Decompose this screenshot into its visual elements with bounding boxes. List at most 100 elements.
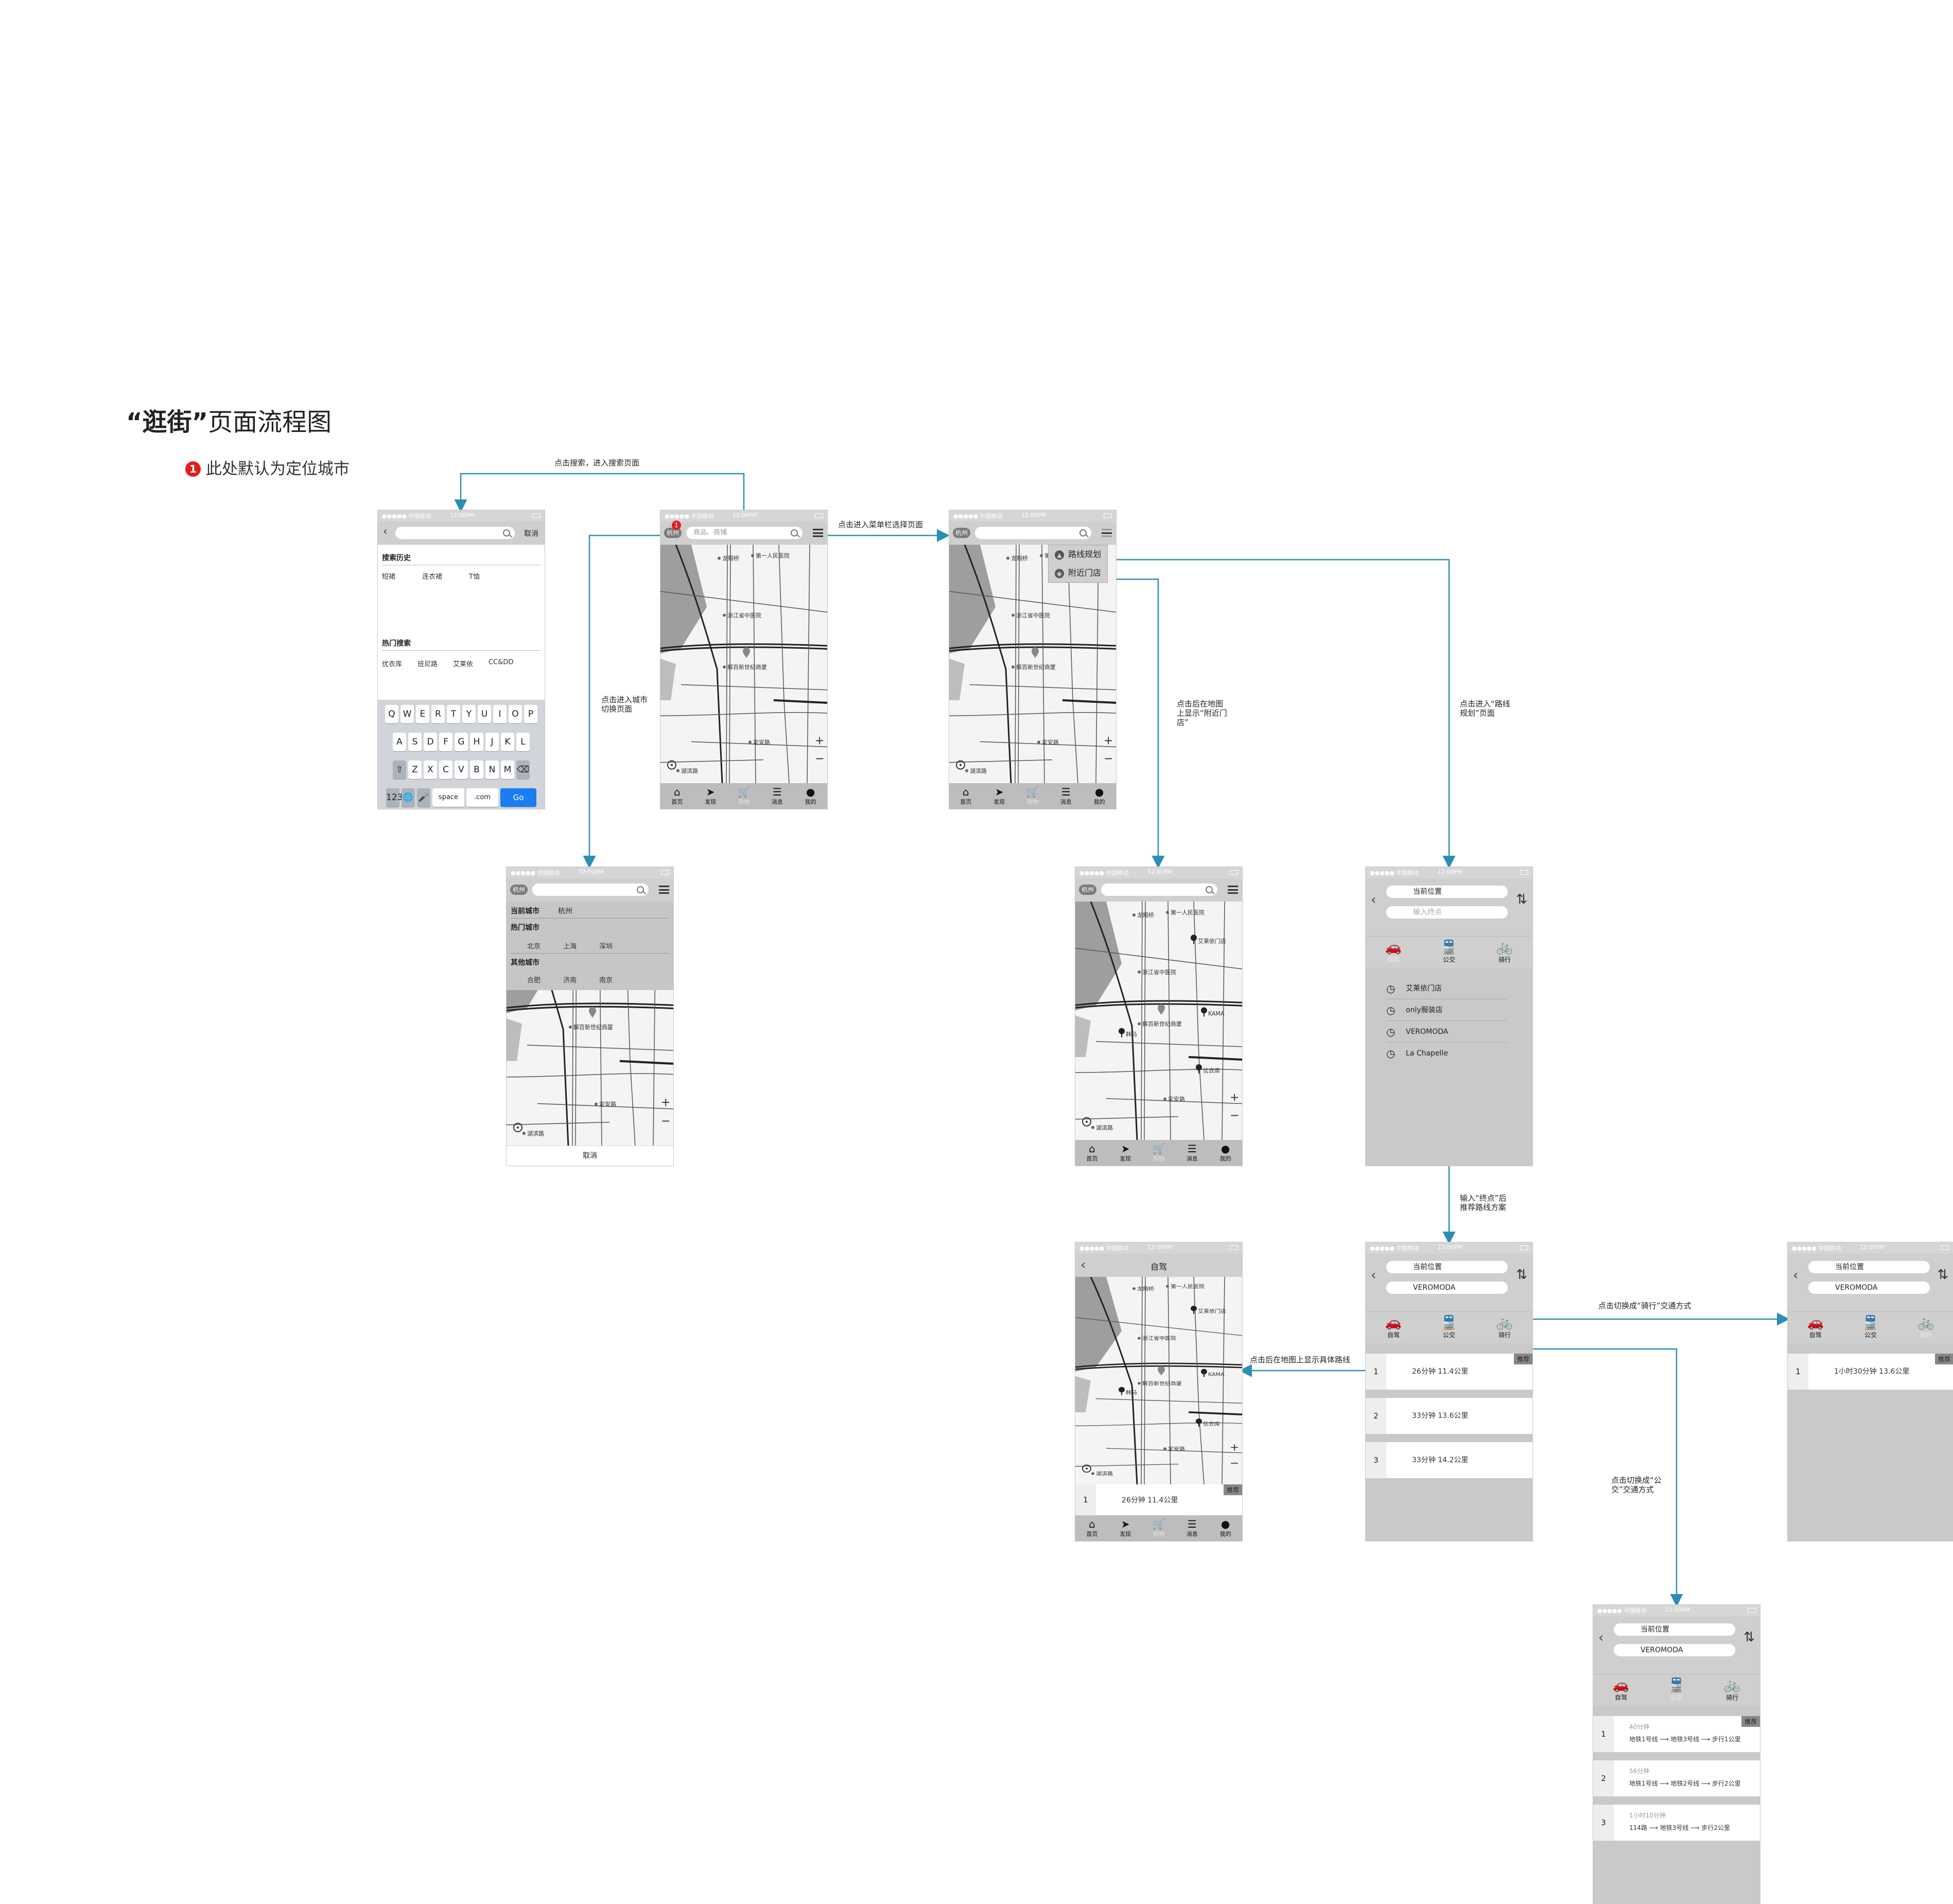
- hot-item[interactable]: 优衣库: [382, 661, 403, 668]
- key[interactable]: J: [485, 733, 499, 751]
- key[interactable]: F: [439, 733, 452, 751]
- tab-2[interactable]: 🛒购物: [1016, 783, 1050, 809]
- back-icon[interactable]: ‹: [1371, 892, 1376, 908]
- mode-2[interactable]: 🚲骑行: [1704, 1674, 1760, 1706]
- mode-0[interactable]: 🚗自驾: [1593, 1674, 1649, 1706]
- key[interactable]: P: [524, 705, 537, 723]
- mode-0[interactable]: 🚗自驾: [1366, 937, 1421, 968]
- mode-2[interactable]: 🚲骑行: [1898, 1312, 1953, 1344]
- key[interactable]: I: [493, 705, 507, 723]
- swap-icon[interactable]: ⇅: [1743, 1630, 1755, 1645]
- history-item[interactable]: 短裙: [382, 573, 396, 581]
- key[interactable]: D: [424, 733, 437, 751]
- key[interactable]: S: [408, 733, 422, 751]
- tab-4[interactable]: ●我的: [1209, 1140, 1242, 1166]
- tab-2[interactable]: 🛒购物: [1142, 1140, 1176, 1166]
- destination-field[interactable]: VEROMODA: [1386, 1282, 1508, 1294]
- tab-0[interactable]: ⌂首页: [1075, 1515, 1109, 1541]
- search-input[interactable]: [1101, 884, 1217, 896]
- city-item[interactable]: 合肥: [527, 977, 541, 984]
- back-icon[interactable]: ‹: [1793, 1268, 1799, 1283]
- menu-item-route[interactable]: ▲路线规划: [1049, 545, 1107, 564]
- key[interactable]: M: [501, 760, 514, 779]
- tab-0[interactable]: ⌂首页: [949, 783, 983, 809]
- mode-2[interactable]: 🚲骑行: [1477, 1312, 1532, 1344]
- key[interactable]: Go: [500, 788, 536, 807]
- key[interactable]: E: [416, 705, 429, 723]
- history-item[interactable]: La Chapelle: [1386, 1043, 1507, 1064]
- key[interactable]: V: [455, 760, 468, 779]
- city-item[interactable]: 上海: [563, 943, 577, 950]
- key[interactable]: G: [455, 733, 468, 751]
- mode-0[interactable]: 🚗自驾: [1788, 1312, 1843, 1344]
- key[interactable]: .com: [466, 788, 498, 807]
- key[interactable]: N: [485, 760, 499, 779]
- destination-field[interactable]: VEROMODA: [1614, 1644, 1735, 1656]
- cancel-button[interactable]: 取消: [507, 1146, 673, 1166]
- mode-0[interactable]: 🚗自驾: [1366, 1312, 1421, 1344]
- mode-1[interactable]: 🚆公交: [1843, 1312, 1898, 1344]
- key[interactable]: 123: [386, 788, 403, 807]
- city-switch-button[interactable]: 杭州: [664, 528, 682, 538]
- tab-2[interactable]: 🛒购物: [1142, 1515, 1176, 1541]
- route-result[interactable]: 1 26分钟 11.4公里 推荐: [1075, 1484, 1242, 1515]
- key[interactable]: ⌫: [516, 760, 530, 779]
- mode-2[interactable]: 🚲骑行: [1477, 937, 1532, 968]
- menu-icon[interactable]: [1228, 886, 1238, 894]
- menu-icon[interactable]: [659, 886, 669, 894]
- tab-0[interactable]: ⌂首页: [660, 783, 694, 809]
- city-switch-button[interactable]: 杭州: [953, 528, 970, 538]
- key[interactable]: O: [509, 705, 522, 723]
- history-item[interactable]: only服装店: [1386, 1000, 1507, 1021]
- menu-icon[interactable]: [1102, 529, 1112, 537]
- tab-3[interactable]: ☰消息: [1175, 1140, 1209, 1166]
- mode-1[interactable]: 🚆公交: [1649, 1674, 1704, 1706]
- tab-3[interactable]: ☰消息: [1049, 783, 1083, 809]
- menu-icon[interactable]: [813, 529, 823, 537]
- key[interactable]: 🎤: [417, 788, 430, 807]
- key[interactable]: U: [478, 705, 491, 723]
- search-input[interactable]: [395, 527, 515, 539]
- city-switch-button[interactable]: 杭州: [1079, 885, 1096, 895]
- cancel-button[interactable]: 取消: [524, 530, 538, 538]
- key[interactable]: A: [393, 733, 406, 751]
- hot-item[interactable]: CC&DD: [489, 659, 514, 666]
- key[interactable]: Q: [385, 705, 398, 723]
- hot-item[interactable]: 班尼路: [417, 661, 438, 668]
- key[interactable]: L: [516, 733, 530, 751]
- current-city[interactable]: 杭州: [558, 907, 572, 915]
- origin-field[interactable]: 当前位置: [1614, 1623, 1735, 1636]
- city-item[interactable]: 济南: [563, 977, 577, 984]
- tab-3[interactable]: ☰消息: [1175, 1515, 1209, 1541]
- tab-1[interactable]: ➤发现: [1109, 1140, 1142, 1166]
- origin-field[interactable]: 当前位置: [1808, 1261, 1930, 1273]
- origin-field[interactable]: 当前位置: [1386, 886, 1508, 898]
- swap-icon[interactable]: ⇅: [1516, 892, 1527, 907]
- key[interactable]: B: [470, 760, 483, 779]
- back-icon[interactable]: ‹: [1598, 1630, 1604, 1646]
- tab-1[interactable]: ➤发现: [983, 783, 1016, 809]
- city-switch-button[interactable]: 杭州: [510, 885, 528, 895]
- tab-1[interactable]: ➤发现: [694, 783, 727, 809]
- history-item[interactable]: T恤: [469, 573, 480, 581]
- history-item[interactable]: 艾莱依门店: [1386, 978, 1507, 999]
- tab-4[interactable]: ●我的: [794, 783, 827, 809]
- menu-item-nearby[interactable]: ◉附近门店: [1049, 564, 1107, 582]
- city-item[interactable]: 南京: [599, 977, 613, 984]
- tab-4[interactable]: ●我的: [1083, 783, 1116, 809]
- back-icon[interactable]: ‹: [1371, 1268, 1376, 1283]
- key[interactable]: X: [424, 760, 437, 779]
- swap-icon[interactable]: ⇅: [1516, 1267, 1527, 1283]
- key[interactable]: R: [431, 705, 445, 723]
- key[interactable]: W: [400, 705, 414, 723]
- tab-1[interactable]: ➤发现: [1109, 1515, 1142, 1541]
